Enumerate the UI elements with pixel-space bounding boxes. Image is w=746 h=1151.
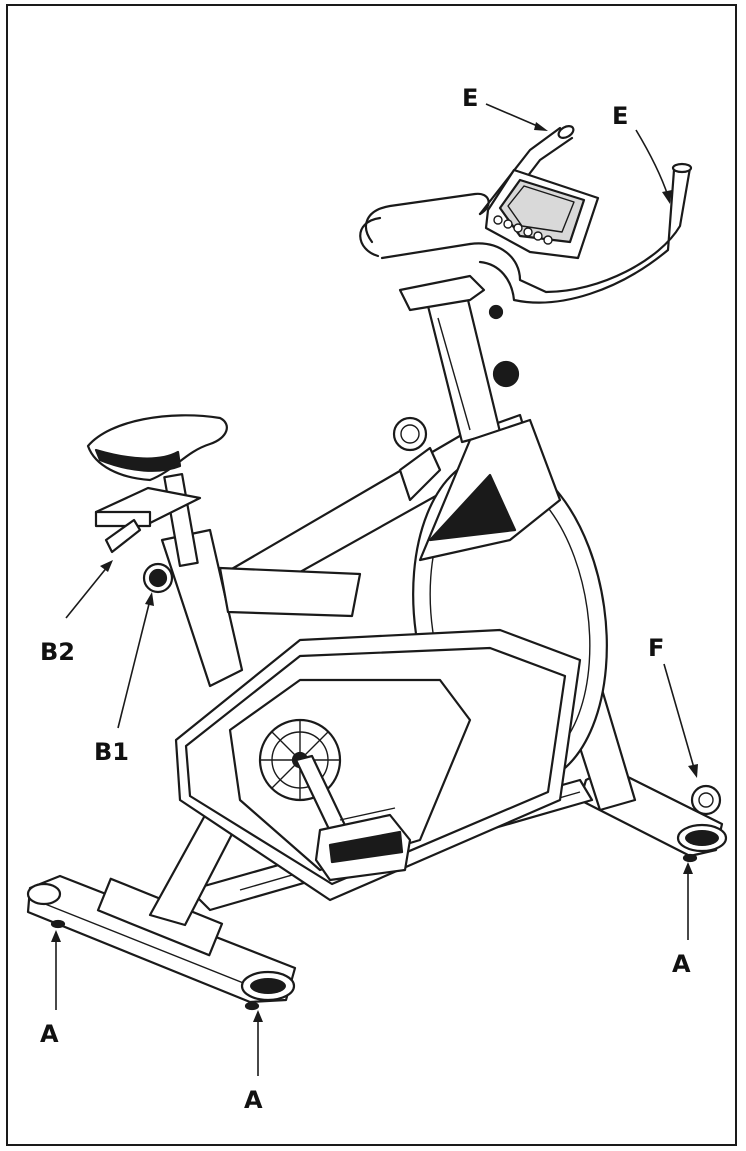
front-stabilizer bbox=[26, 874, 297, 1011]
arrow-b1-head bbox=[145, 592, 154, 606]
chain-guard bbox=[174, 628, 582, 902]
label-a-right: A bbox=[672, 950, 691, 978]
arrow-b2 bbox=[65, 565, 109, 619]
label-a-mid: A bbox=[244, 1086, 263, 1114]
arrow-f-head bbox=[688, 764, 698, 778]
arrow-a-left-head bbox=[51, 930, 61, 942]
label-b1: B1 bbox=[94, 738, 129, 766]
arrow-a-mid-head bbox=[253, 1010, 263, 1022]
arrow-e2-head bbox=[662, 190, 672, 204]
arrow-a-right-head bbox=[683, 862, 693, 874]
arrow-b1 bbox=[117, 599, 151, 729]
arrow-b2-head bbox=[100, 560, 113, 572]
crank-and-pedal bbox=[294, 754, 412, 882]
leader-arrows bbox=[51, 103, 698, 1076]
console bbox=[484, 168, 600, 260]
arrow-e2 bbox=[635, 129, 669, 197]
label-e-right: E bbox=[612, 102, 628, 130]
arrow-f bbox=[663, 663, 695, 769]
handlebar bbox=[359, 125, 693, 388]
diagram-frame bbox=[6, 4, 737, 1146]
label-e-left: E bbox=[462, 84, 478, 112]
arrow-e1-head bbox=[534, 122, 548, 131]
front-housing bbox=[392, 416, 562, 562]
label-f: F bbox=[648, 634, 664, 662]
seat-assembly bbox=[86, 414, 228, 594]
label-a-left: A bbox=[40, 1020, 59, 1048]
label-b2: B2 bbox=[40, 638, 75, 666]
arrow-e1 bbox=[485, 103, 543, 129]
